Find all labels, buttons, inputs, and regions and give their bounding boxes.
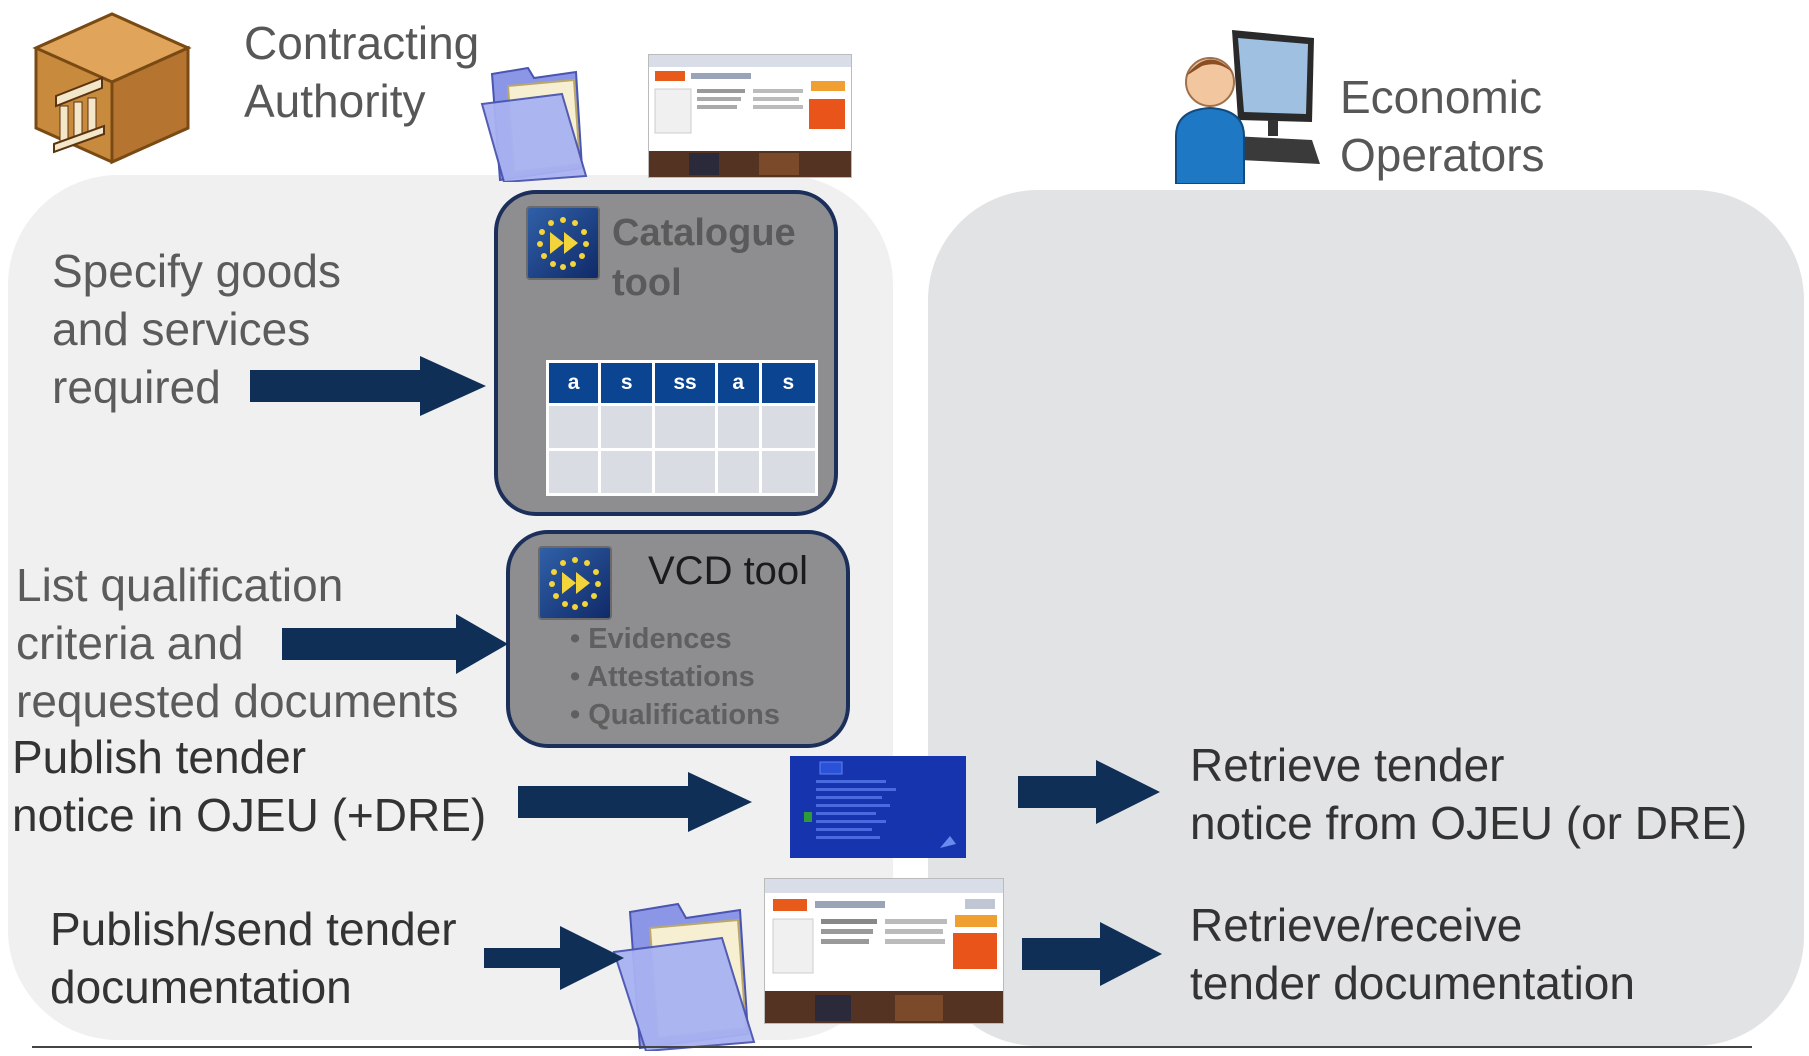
catalogue-col-header: a bbox=[549, 363, 599, 403]
step-publish-docs: Publish/send tender documentation bbox=[50, 903, 457, 1013]
economic-operators-label: Economic Operators bbox=[1340, 71, 1545, 181]
webpage-thumbnail-icon bbox=[648, 54, 852, 178]
user-computer-icon bbox=[1172, 24, 1322, 185]
footer-divider bbox=[32, 1046, 1752, 1048]
catalogue-col-header: ss bbox=[655, 363, 715, 403]
catalogue-col-header: a bbox=[717, 363, 759, 403]
step-retrieve-notice: Retrieve tender notice from OJEU (or DRE… bbox=[1190, 739, 1748, 849]
vcd-tool-title: VCD tool bbox=[648, 549, 809, 593]
vcd-item-qualifications: • Qualifications bbox=[570, 699, 780, 731]
step-publish-notice: Publish tender notice in OJEU (+DRE) bbox=[12, 731, 487, 841]
eu-tool-icon bbox=[538, 546, 612, 620]
arrow-retrieve-docs bbox=[1022, 922, 1162, 986]
vcd-item-attestations: • Attestations bbox=[570, 661, 755, 693]
building-box-icon bbox=[28, 8, 196, 168]
table-row bbox=[549, 451, 815, 493]
arrow-publish-notice bbox=[518, 772, 752, 832]
arrow-specify-to-catalogue bbox=[250, 356, 486, 416]
step-list-criteria: List qualification criteria and requeste… bbox=[16, 559, 459, 727]
arrow-retrieve-notice bbox=[1018, 760, 1160, 824]
catalogue-tool-title: Catalogue tool bbox=[612, 212, 796, 304]
catalogue-col-header: s bbox=[601, 363, 653, 403]
arrow-criteria-to-vcd bbox=[282, 614, 508, 674]
step-specify-goods: Specify goods and services required bbox=[52, 245, 341, 413]
webpage-thumbnail-icon bbox=[764, 878, 1004, 1024]
step-retrieve-docs: Retrieve/receive tender documentation bbox=[1190, 899, 1635, 1009]
vcd-item-evidences: • Evidences bbox=[570, 623, 732, 655]
arrow-publish-docs bbox=[484, 926, 624, 990]
contracting-authority-label: Contracting Authority bbox=[244, 17, 480, 127]
folder-icon bbox=[478, 64, 590, 184]
economic-operators-panel bbox=[928, 190, 1804, 1046]
ojeu-screenshot-icon bbox=[790, 756, 966, 858]
eu-tool-icon bbox=[526, 206, 600, 280]
table-row bbox=[549, 406, 815, 448]
catalogue-table: a s ss a s bbox=[546, 360, 818, 496]
catalogue-col-header: s bbox=[761, 363, 815, 403]
folder-icon bbox=[610, 900, 760, 1053]
